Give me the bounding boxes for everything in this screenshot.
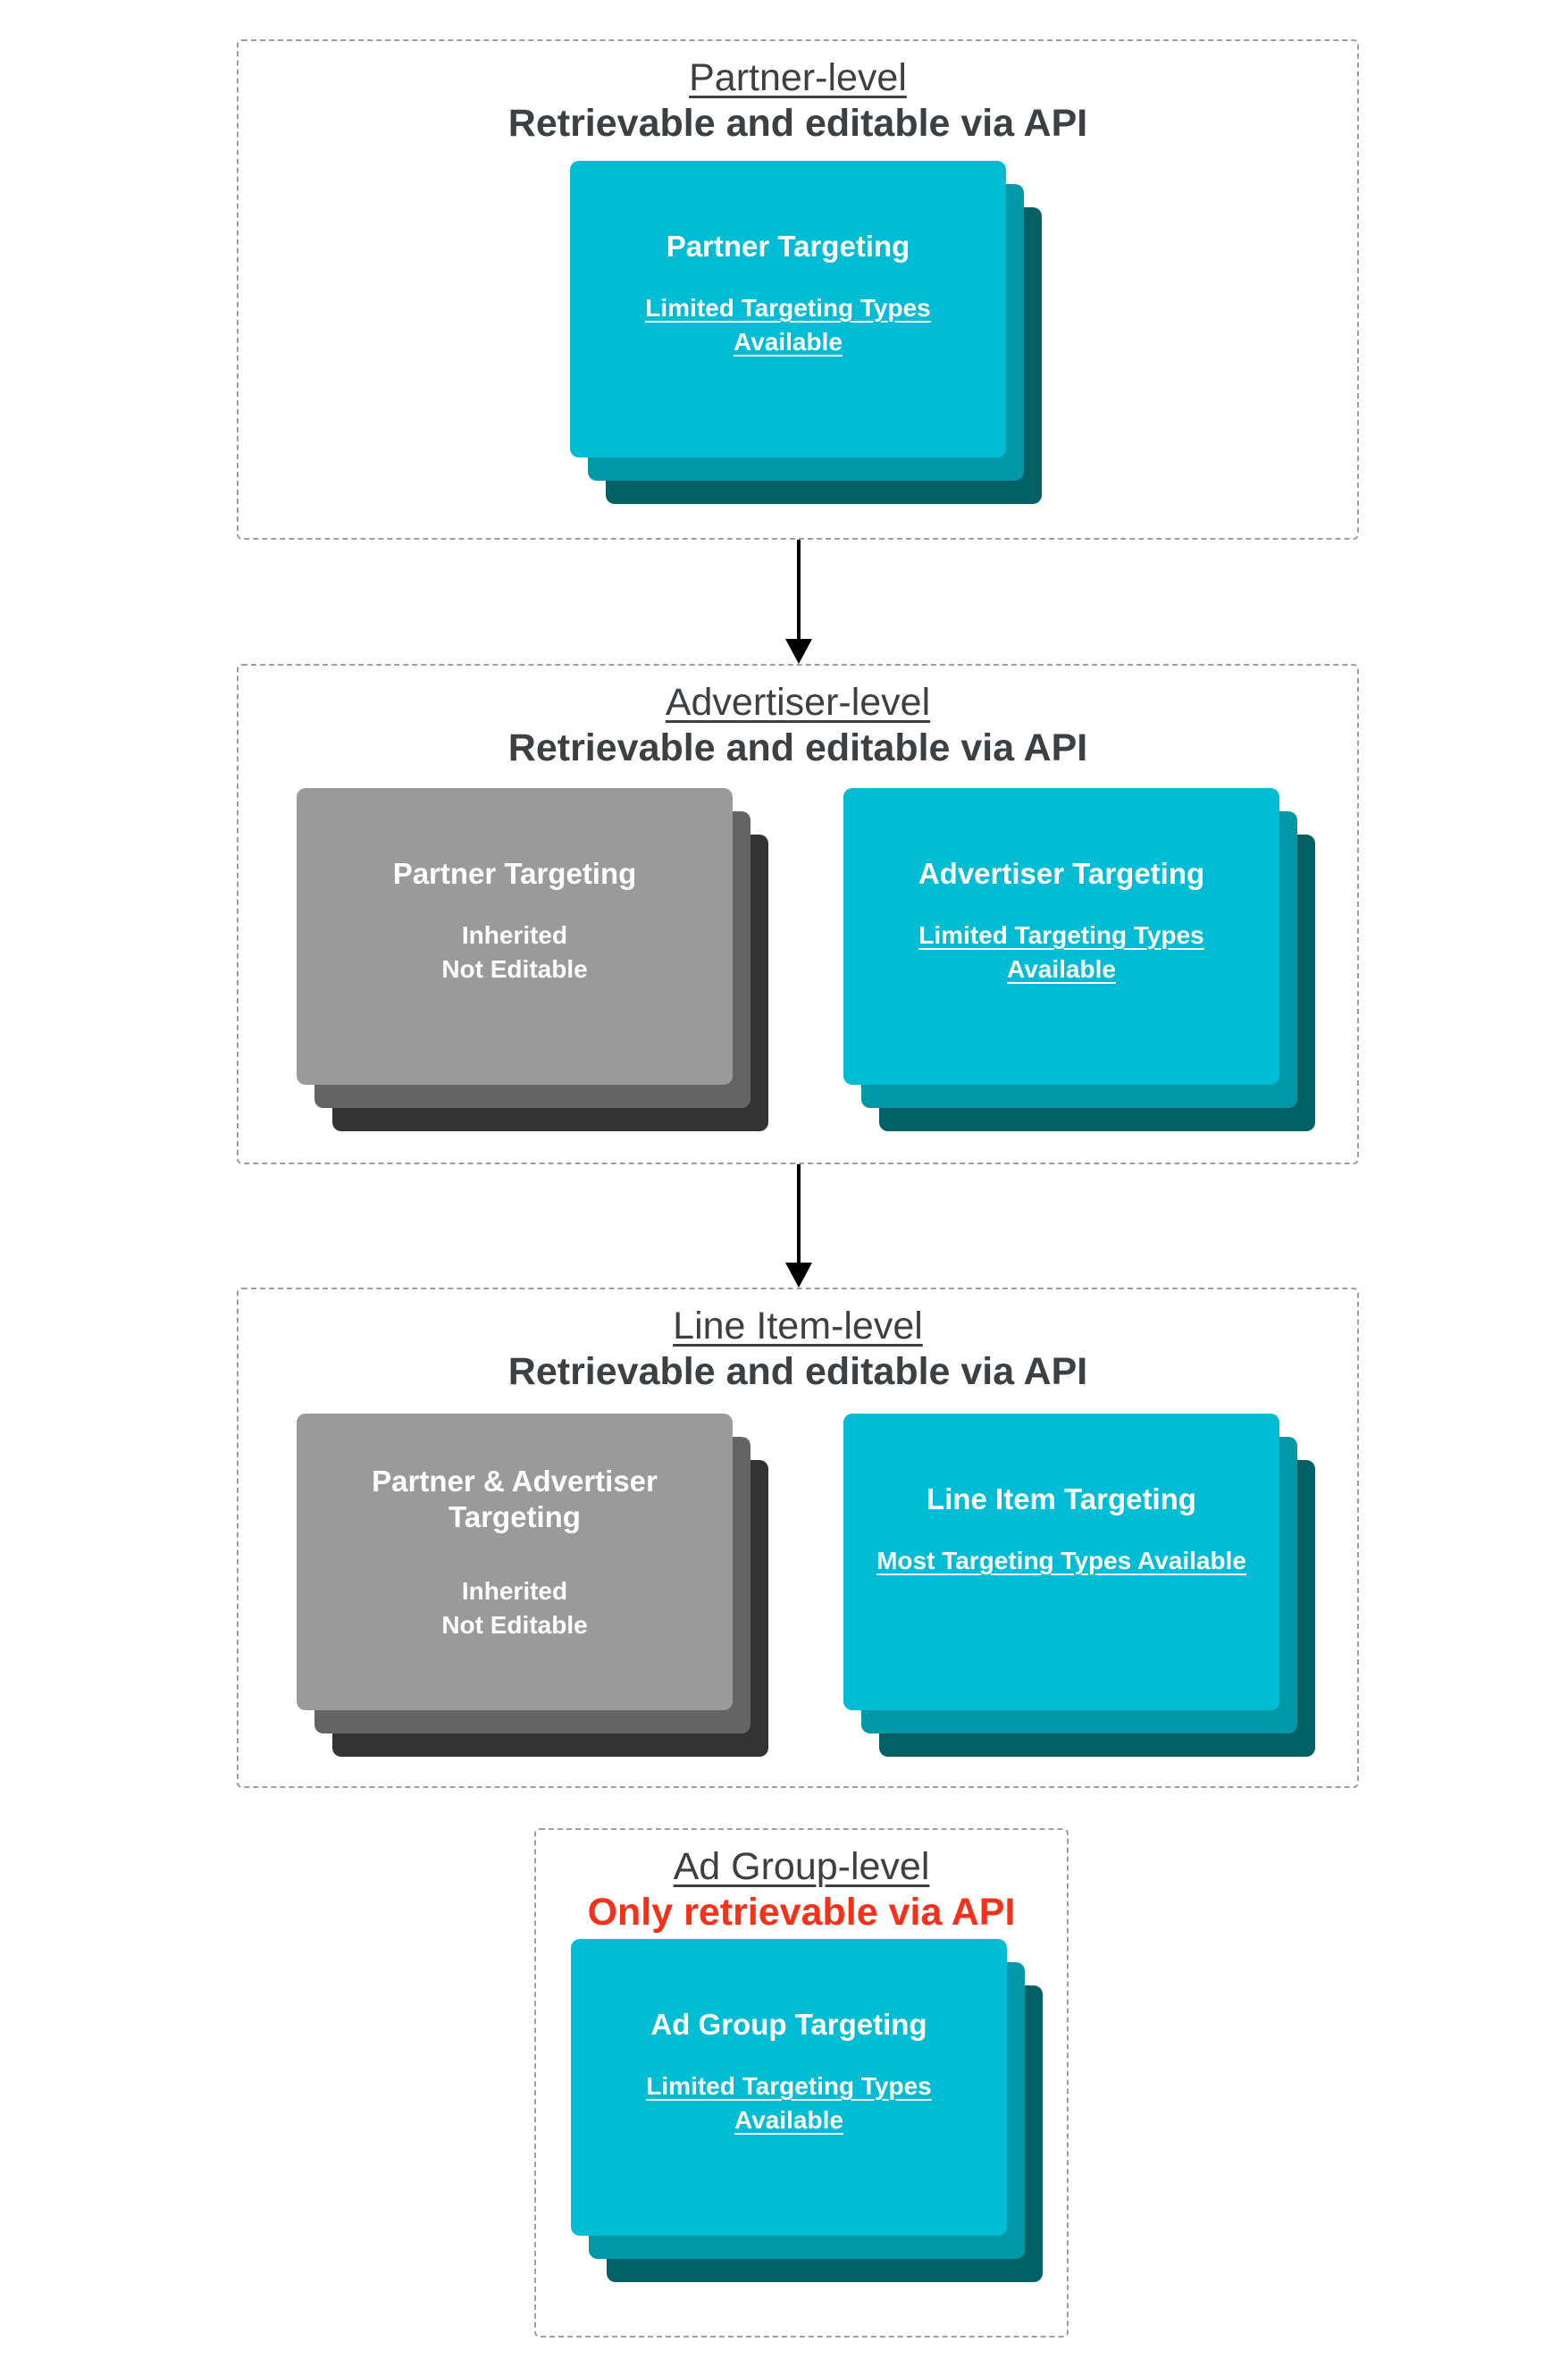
arrow-head-icon (785, 1263, 812, 1288)
card-subtitle: Inherited Not Editable (441, 1574, 587, 1642)
card-title: Line Item Targeting (927, 1482, 1196, 1515)
api-availability-note: Retrievable and editable via API (507, 1350, 1088, 1393)
section-ad-group-level: Ad Group-level Only retrievable via API … (534, 1828, 1069, 2338)
level-title-text: Line Item-level (673, 1305, 923, 1347)
card-subtitle-line: Inherited (461, 1577, 568, 1605)
section-advertiser-level: Advertiser-level Retrievable and editabl… (237, 664, 1359, 1164)
card-subtitle-line: Inherited (461, 921, 568, 949)
arrow-line (797, 1164, 801, 1263)
card-subtitle: Limited Targeting Types Available (918, 921, 1204, 983)
partner-targeting-card-stack: Partner Targeting Limited Targeting Type… (570, 161, 1042, 504)
level-title-text: Advertiser-level (665, 681, 931, 724)
level-title: Ad Group-level (536, 1844, 1067, 1890)
level-title: Line Item-level (239, 1304, 1357, 1349)
section-line-item-level: Line Item-level Retrievable and editable… (237, 1288, 1359, 1788)
level-title: Partner-level (239, 55, 1357, 101)
ad-group-targeting-card-stack: Ad Group Targeting Limited Targeting Typ… (571, 1939, 1043, 2282)
inherited-partner-targeting-card: Partner Targeting Inherited Not Editable (297, 788, 733, 1085)
api-availability-note: Retrievable and editable via API (507, 726, 1088, 769)
ad-group-targeting-card: Ad Group Targeting Limited Targeting Typ… (571, 1939, 1007, 2236)
api-availability-note: Only retrievable via API (587, 1891, 1016, 1934)
section-partner-level: Partner-level Retrievable and editable v… (237, 39, 1359, 540)
inherited-partner-targeting-card-stack: Partner Targeting Inherited Not Editable (297, 788, 768, 1131)
partner-targeting-card: Partner Targeting Limited Targeting Type… (570, 161, 1006, 457)
advertiser-targeting-card-stack: Advertiser Targeting Limited Targeting T… (843, 788, 1315, 1131)
section-heading: Ad Group-level Only retrievable via API (536, 1830, 1067, 1935)
card-subtitle: Limited Targeting Types Available (645, 294, 931, 356)
card-subtitle: Inherited Not Editable (441, 919, 587, 986)
inherited-partner-advertiser-targeting-card-stack: Partner & Advertiser Targeting Inherited… (297, 1414, 768, 1757)
card-title: Ad Group Targeting (650, 2008, 927, 2041)
arrow-line (797, 540, 801, 639)
level-title-text: Partner-level (689, 56, 907, 99)
section-heading: Line Item-level Retrievable and editable… (239, 1289, 1357, 1395)
card-title: Advertiser Targeting (918, 857, 1205, 890)
section-heading: Partner-level Retrievable and editable v… (239, 41, 1357, 147)
api-availability-note: Retrievable and editable via API (507, 102, 1088, 145)
card-subtitle-line: Not Editable (441, 1611, 588, 1639)
card-subtitle: Limited Targeting Types Available (646, 2072, 932, 2134)
line-item-targeting-card: Line Item Targeting Most Targeting Types… (843, 1414, 1279, 1710)
flow-arrow-partner-to-advertiser (784, 540, 814, 664)
card-title: Partner & Advertiser Targeting (372, 1465, 658, 1533)
flow-arrow-advertiser-to-line-item (784, 1164, 814, 1288)
card-title: Partner Targeting (666, 230, 910, 263)
card-title: Partner Targeting (392, 857, 637, 890)
card-subtitle-line: Not Editable (441, 955, 588, 983)
section-heading: Advertiser-level Retrievable and editabl… (239, 666, 1357, 771)
line-item-targeting-card-stack: Line Item Targeting Most Targeting Types… (843, 1414, 1315, 1757)
arrow-head-icon (785, 639, 812, 664)
level-title: Advertiser-level (239, 680, 1357, 726)
inherited-partner-advertiser-targeting-card: Partner & Advertiser Targeting Inherited… (297, 1414, 733, 1710)
level-title-text: Ad Group-level (673, 1845, 930, 1888)
card-subtitle: Most Targeting Types Available (876, 1547, 1246, 1574)
advertiser-targeting-card: Advertiser Targeting Limited Targeting T… (843, 788, 1279, 1085)
